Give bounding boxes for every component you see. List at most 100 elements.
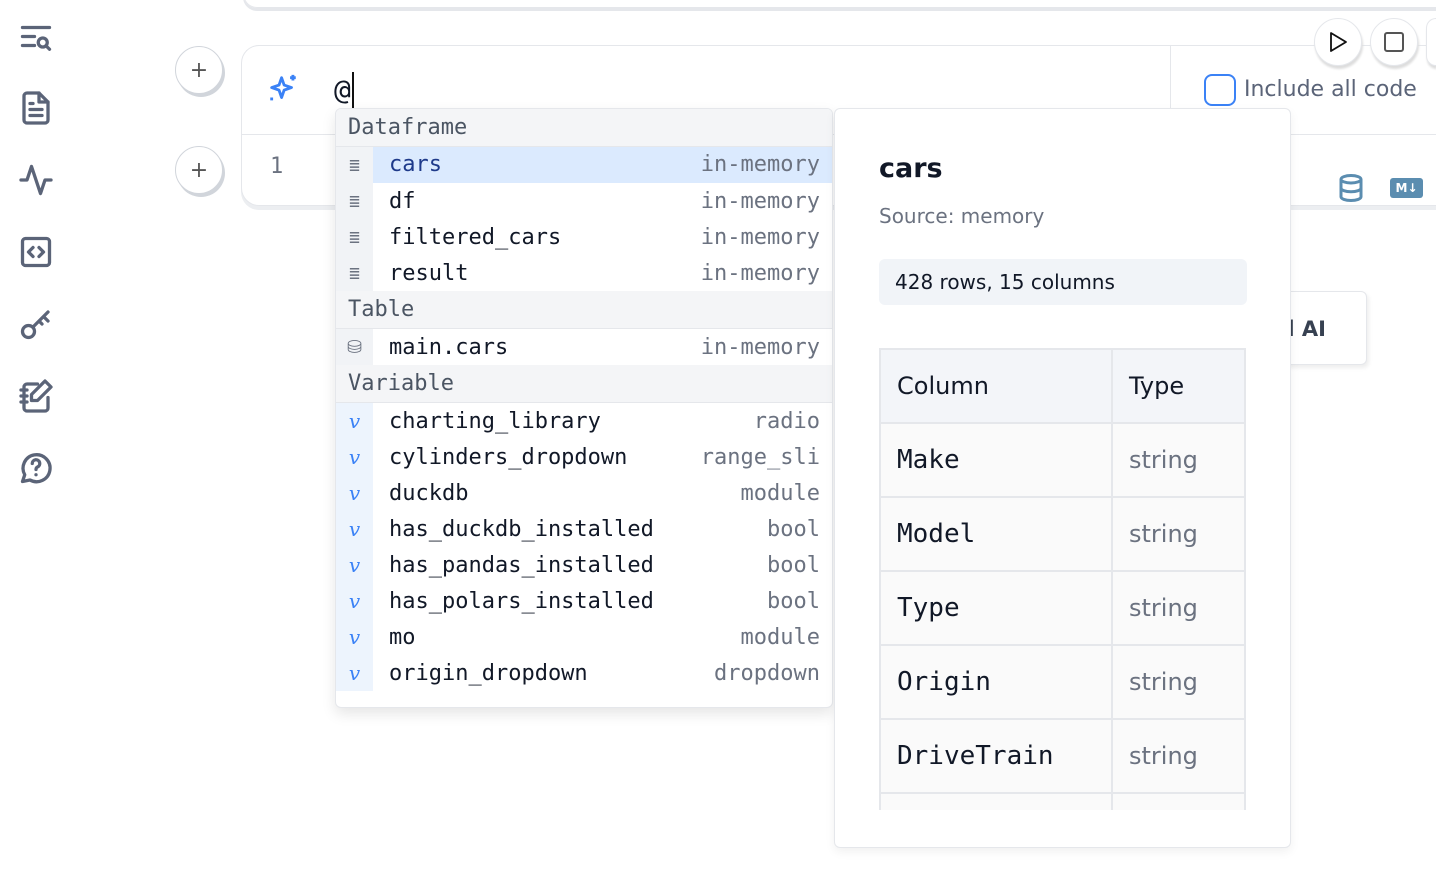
column-name: Type — [879, 570, 1113, 646]
item-type: in-memory — [682, 147, 832, 183]
item-name: charting_library — [389, 408, 601, 434]
column-type: string — [1111, 570, 1246, 646]
autocomplete-item[interactable]: v has_pandas_installed bool — [336, 547, 832, 583]
item-type: module — [740, 480, 820, 506]
type-header: Type — [1111, 348, 1246, 424]
item-name: df — [389, 188, 416, 214]
info-summary-badge: 428 rows, 15 columns — [879, 259, 1247, 305]
item-type: module — [740, 624, 820, 650]
variable-icon: v — [336, 511, 373, 547]
dataframe-icon: ≣ — [336, 255, 373, 291]
item-type: dropdown — [714, 660, 820, 686]
autocomplete-item[interactable]: v has_polars_installed bool — [336, 583, 832, 619]
item-name: main.cars — [389, 334, 509, 360]
item-name: has_polars_installed — [389, 588, 654, 614]
stop-button[interactable] — [1370, 18, 1418, 66]
item-name: filtered_cars — [389, 224, 562, 250]
ai-button-label: l AI — [1287, 317, 1326, 341]
run-button[interactable] — [1314, 18, 1362, 66]
item-name: cars — [373, 147, 682, 183]
previous-cell — [243, 0, 1436, 8]
plus-icon: + — [189, 157, 209, 183]
item-type: in-memory — [700, 260, 820, 286]
table-row-partial — [879, 792, 1246, 810]
column-type: string — [1111, 718, 1246, 794]
code-square-icon[interactable] — [16, 232, 56, 272]
section-header: Variable — [336, 365, 832, 403]
add-cell-below-button[interactable]: + — [175, 146, 223, 194]
item-name: cylinders_dropdown — [389, 444, 628, 470]
item-name: result — [389, 260, 469, 286]
info-title: cars — [879, 153, 943, 184]
dataframe-icon: ≣ — [336, 183, 373, 219]
autocomplete-item[interactable]: ≣ filtered_cars in-memory — [336, 219, 832, 255]
cell-vertical-divider — [1170, 46, 1171, 134]
variable-icon: v — [336, 583, 373, 619]
item-type: in-memory — [700, 334, 820, 360]
autocomplete-item[interactable]: ≣ result in-memory — [336, 255, 832, 291]
item-name: duckdb — [389, 480, 469, 506]
item-type: range_sli — [700, 444, 820, 470]
item-type: bool — [767, 552, 820, 578]
section-header: Table — [336, 291, 832, 329]
item-type: bool — [767, 516, 820, 542]
variable-icon: v — [336, 439, 373, 475]
file-text-icon[interactable] — [16, 88, 56, 128]
column-name: DriveTrain — [879, 718, 1113, 794]
column-type: string — [1111, 644, 1246, 720]
database-icon[interactable] — [1336, 172, 1366, 208]
notebook-pen-icon[interactable] — [16, 376, 56, 416]
variable-icon: v — [336, 547, 373, 583]
item-name: origin_dropdown — [389, 660, 588, 686]
column-header: Column — [879, 348, 1113, 424]
dataframe-icon: ≣ — [336, 147, 373, 183]
autocomplete-item[interactable]: v cylinders_dropdown range_sli — [336, 439, 832, 475]
autocomplete-item[interactable]: v charting_library radio — [336, 403, 832, 439]
line-number: 1 — [270, 154, 284, 179]
activity-icon[interactable] — [16, 160, 56, 200]
stop-icon — [1384, 32, 1404, 52]
item-name: mo — [389, 624, 416, 650]
include-all-code-checkbox[interactable] — [1204, 74, 1236, 106]
markdown-icon[interactable]: M↓ — [1390, 178, 1423, 198]
item-type: bool — [767, 588, 820, 614]
section-header: Dataframe — [336, 109, 832, 147]
more-button[interactable] — [1426, 18, 1436, 66]
plus-icon: + — [189, 57, 209, 83]
variable-icon: v — [336, 655, 373, 691]
item-name: has_duckdb_installed — [389, 516, 654, 542]
autocomplete-item[interactable]: v origin_dropdown dropdown — [336, 655, 832, 691]
variable-icon: v — [336, 475, 373, 511]
dataframe-icon: ≣ — [336, 219, 373, 255]
ai-prompt-input[interactable]: @ — [334, 72, 354, 108]
autocomplete-item[interactable]: v has_duckdb_installed bool — [336, 511, 832, 547]
info-source: Source: memory — [879, 204, 1045, 228]
item-type: in-memory — [700, 224, 820, 250]
item-type: radio — [753, 408, 820, 434]
variable-icon: v — [336, 403, 373, 439]
help-circle-icon[interactable] — [16, 448, 56, 488]
sparkles-icon — [266, 72, 300, 110]
column-type: string — [1111, 422, 1246, 498]
column-type: string — [1111, 496, 1246, 572]
include-all-code-label[interactable]: Include all code — [1244, 77, 1417, 102]
search-list-icon[interactable] — [16, 18, 56, 58]
item-name: has_pandas_installed — [389, 552, 654, 578]
add-cell-above-button[interactable]: + — [175, 46, 223, 94]
key-icon[interactable] — [16, 304, 56, 344]
play-icon — [1330, 32, 1347, 52]
column-name: Origin — [879, 644, 1113, 720]
